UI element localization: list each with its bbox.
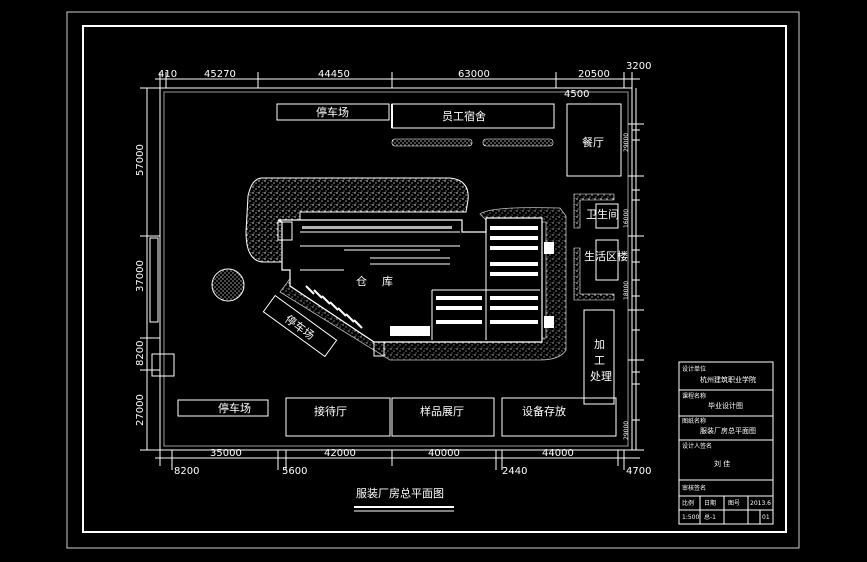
dim-left-2: 37000 (135, 260, 146, 292)
tb-drawing-name: 服装厂房总平面图 (700, 426, 756, 435)
svg-text:设计人签名: 设计人签名 (682, 442, 712, 450)
svg-text:图纸名称: 图纸名称 (682, 417, 706, 425)
svg-text:比例: 比例 (682, 499, 694, 507)
drawing-title: 服装厂房总平面图 (356, 486, 444, 500)
svg-text:设计单位: 设计单位 (682, 365, 706, 373)
dim-bot-3: 5600 (282, 466, 307, 477)
svg-text:图号: 图号 (728, 500, 740, 507)
parking-top (276, 103, 390, 121)
left-dimension-chain: 57000 37000 8200 27000 (135, 87, 160, 451)
rack-rows (302, 226, 554, 336)
svg-text:01: 01 (762, 514, 770, 521)
dim-right-4: 29000 (623, 421, 630, 440)
toilet-label: 卫生间 (586, 207, 619, 221)
dormitory-label: 员工宿舍 (442, 109, 486, 123)
warehouse-stair (373, 341, 385, 357)
processing (583, 309, 615, 405)
parking-bottom (177, 399, 269, 417)
parking-bottom-label: 停车场 (218, 401, 251, 415)
processing-label: 加工处理 (590, 338, 612, 383)
dim-bot-7: 44000 (542, 448, 574, 459)
green-residence (573, 247, 615, 301)
green-toilet (573, 193, 615, 229)
svg-text:总-1: 总-1 (704, 513, 716, 521)
dim-top-3: 44450 (318, 69, 350, 80)
guard-house (151, 353, 175, 377)
residence-admin-label: 生活区楼 (584, 249, 628, 263)
site-boundary (159, 87, 633, 451)
drawing-frame (82, 25, 787, 533)
svg-text:日期: 日期 (704, 499, 716, 507)
svg-text:1:500: 1:500 (682, 514, 699, 521)
top-dimension-chain: 410 45270 44450 63000 20500 3200 4500 (155, 61, 651, 100)
dim-top-4: 63000 (458, 69, 490, 80)
parking-top-label: 停车场 (316, 105, 349, 119)
dim-right-2: 16000 (623, 209, 630, 228)
dim-top-7: 4500 (564, 89, 589, 100)
dim-top-2: 45270 (204, 69, 236, 80)
equipment-storage (501, 397, 617, 437)
tb-designer: 刘 佳 (714, 459, 730, 468)
green-area-north (245, 177, 469, 263)
toilet (595, 203, 619, 229)
dim-top-6: 3200 (626, 61, 651, 72)
hedge-right (482, 138, 554, 147)
dim-left-1: 57000 (135, 144, 146, 176)
dim-bot-5: 40000 (428, 448, 460, 459)
svg-text:审核签名: 审核签名 (682, 484, 706, 492)
dim-top-1: 410 (158, 69, 177, 80)
dim-right-3: 18000 (623, 281, 630, 300)
right-dimension-chain: 29000 16000 18000 29000 (623, 88, 644, 451)
equipment-label: 设备存放 (522, 404, 566, 418)
showroom-label: 样品展厅 (420, 404, 464, 418)
residence-admin (595, 239, 619, 281)
warehouse-office (277, 221, 293, 241)
canteen-label: 餐厅 (582, 135, 604, 149)
title-block: 设计单位 杭州建筑职业学院 课程名称 毕业设计图 图纸名称 服装厂房总平面图 设… (678, 361, 774, 525)
dim-right-1: 29000 (623, 133, 630, 152)
svg-text:2013.6: 2013.6 (750, 500, 771, 507)
reception-hall (285, 397, 391, 437)
dim-top-5: 20500 (578, 69, 610, 80)
sample-showroom (391, 397, 495, 437)
dim-bot-1: 8200 (174, 466, 199, 477)
svg-text:课程名称: 课程名称 (682, 392, 706, 400)
dim-bot-4: 42000 (324, 448, 356, 459)
warehouse-shelving (300, 231, 540, 340)
diagonal-racks (305, 285, 363, 329)
warehouse-label-2: 库 (382, 275, 393, 288)
dim-bot-2: 35000 (210, 448, 242, 459)
round-fountain (211, 268, 245, 302)
reception-label: 接待厅 (314, 404, 347, 418)
tb-course: 毕业设计图 (708, 401, 743, 410)
bottom-dimension-chain: 8200 35000 5600 42000 40000 2440 44000 4… (155, 448, 651, 477)
tb-school: 杭州建筑职业学院 (700, 375, 756, 384)
dim-left-4: 27000 (135, 394, 146, 426)
hedge-left (391, 138, 473, 147)
west-strip (149, 237, 159, 323)
dim-bot-8: 4700 (626, 466, 651, 477)
canteen (566, 103, 622, 177)
dim-bot-6: 2440 (502, 466, 527, 477)
warehouse (277, 217, 543, 343)
warehouse-label-1: 仓 (356, 274, 367, 288)
dim-left-3: 8200 (135, 341, 146, 366)
